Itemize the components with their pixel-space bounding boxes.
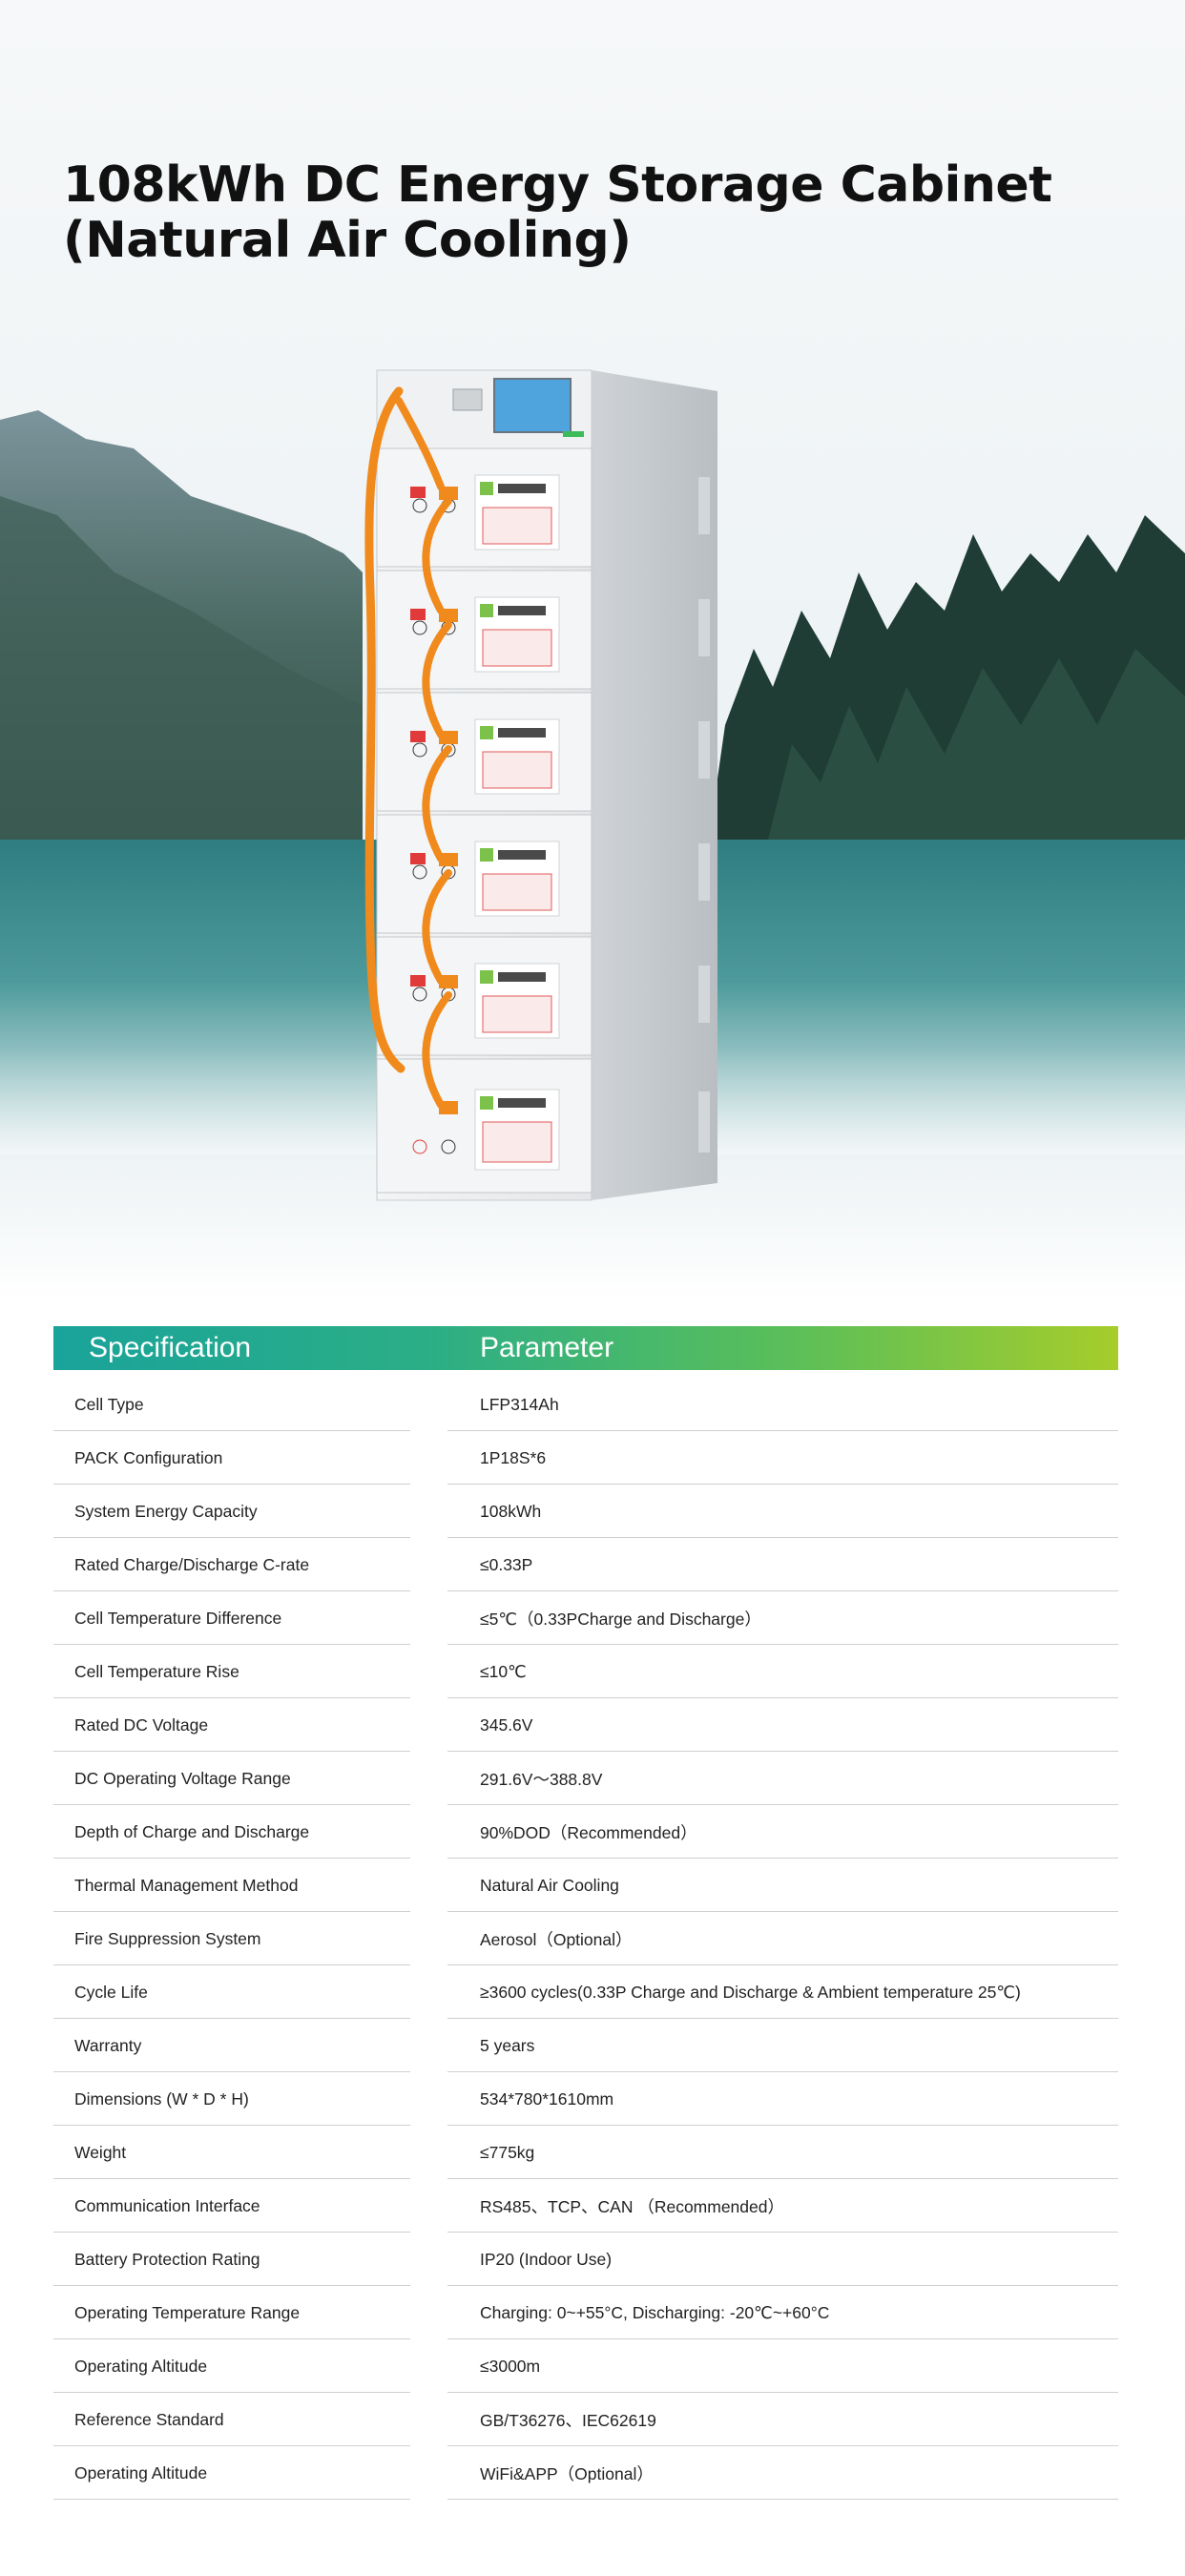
spec-label: Operating Altitude <box>74 2356 208 2376</box>
spec-row: Cell Temperature Rise ≤10℃ <box>53 1645 1118 1698</box>
page-title: 108kWh DC Energy Storage Cabinet (Natura… <box>63 157 1052 268</box>
spec-label: Thermal Management Method <box>74 1875 299 1895</box>
spec-value: 90%DOD（Recommended） <box>480 1822 697 1842</box>
spec-value: ≤775kg <box>480 2142 535 2162</box>
energy-storage-cabinet-image <box>364 369 717 1201</box>
spec-label: Operating Altitude <box>74 2462 208 2483</box>
title-line-1: 108kWh DC Energy Storage Cabinet <box>63 156 1052 214</box>
spec-value: IP20 (Indoor Use) <box>480 2249 613 2269</box>
spec-label: Cell Temperature Difference <box>74 1608 282 1628</box>
header-parameter: Parameter <box>480 1332 614 1363</box>
spec-label: Rated Charge/Discharge C-rate <box>74 1554 310 1574</box>
spec-row: Cycle Life ≥3600 cycles(0.33P Charge and … <box>53 1965 1118 2019</box>
spec-row: Weight ≤775kg <box>53 2126 1118 2179</box>
spec-value: ≤3000m <box>480 2356 541 2376</box>
spec-label: Depth of Charge and Discharge <box>74 1821 310 1841</box>
spec-value: 345.6V <box>480 1714 533 1735</box>
header-specification: Specification <box>89 1332 252 1363</box>
spec-label: Reference Standard <box>74 2409 224 2429</box>
battery-modules <box>376 447 710 1194</box>
spec-rows: Cell Type LFP314Ah PACK Configuration 1P18… <box>53 1378 1118 2500</box>
spec-row: Fire Suppression System Aerosol（Optional） <box>53 1912 1118 1965</box>
spec-row: System Energy Capacity 108kWh <box>53 1485 1118 1538</box>
spec-label: System Energy Capacity <box>74 1501 258 1521</box>
spec-value: 291.6V～388.8V <box>480 1769 603 1789</box>
spec-row: Cell Type LFP314Ah <box>53 1378 1118 1431</box>
spec-value: ≥3600 cycles(0.33P Charge and Discharge … <box>480 1982 1021 2002</box>
spec-row: Reference Standard GB/T36276、IEC62619 <box>53 2393 1118 2446</box>
spec-row: Rated Charge/Discharge C-rate ≤0.33P <box>53 1538 1118 1591</box>
orange-cable <box>364 386 405 1073</box>
spec-table-header: Specification Parameter <box>53 1326 1118 1370</box>
spec-value: Charging: 0~+55°C, Discharging: -20℃~+60… <box>480 2302 830 2322</box>
spec-row: Thermal Management Method Natural Air Coo… <box>53 1859 1118 1912</box>
spec-value: 108kWh <box>480 1501 542 1521</box>
spec-label: Dimensions (W * D * H) <box>74 2088 249 2109</box>
spec-value: RS485、TCP、CAN （Recommended） <box>480 2196 784 2216</box>
spec-row: Operating Altitude ≤3000m <box>53 2339 1118 2393</box>
spec-label: Cycle Life <box>74 1982 148 2002</box>
spec-row: DC Operating Voltage Range 291.6V～388.8V <box>53 1752 1118 1805</box>
spec-label: Operating Temperature Range <box>74 2302 301 2322</box>
spec-row: Rated DC Voltage 345.6V <box>53 1698 1118 1752</box>
hero-section: 108kWh DC Energy Storage Cabinet (Natura… <box>0 0 1185 1298</box>
spec-value: 534*780*1610mm <box>480 2088 614 2109</box>
spec-row: Warranty 5 years <box>53 2019 1118 2072</box>
spec-label: Communication Interface <box>74 2195 260 2215</box>
spec-label: Fire Suppression System <box>74 1928 261 1948</box>
spec-row: Cell Temperature Difference ≤5℃（0.33PChar… <box>53 1591 1118 1645</box>
spec-value: WiFi&APP（Optional） <box>480 2463 654 2483</box>
spec-row: Battery Protection Rating IP20 (Indoor Us… <box>53 2233 1118 2286</box>
spec-label: Weight <box>74 2142 127 2162</box>
spec-row: Depth of Charge and Discharge 90%DOD（Reco… <box>53 1805 1118 1859</box>
spec-label: Cell Type <box>74 1394 144 1414</box>
spec-value: Aerosol（Optional） <box>480 1929 633 1949</box>
spec-value: ≤10℃ <box>480 1661 527 1681</box>
spec-value: ≤0.33P <box>480 1554 533 1574</box>
spec-row: Operating Altitude WiFi&APP（Optional） <box>53 2446 1118 2500</box>
spec-row: Operating Temperature Range Charging: 0~+… <box>53 2286 1118 2339</box>
spec-label: DC Operating Voltage Range <box>74 1768 291 1788</box>
specification-table: Specification Parameter Cell Type LFP314A… <box>53 1326 1118 2500</box>
title-line-2: (Natural Air Cooling) <box>63 212 632 269</box>
spec-value: GB/T36276、IEC62619 <box>480 2410 656 2430</box>
spec-value: ≤5℃（0.33PCharge and Discharge） <box>480 1609 761 1629</box>
spec-label: Rated DC Voltage <box>74 1714 209 1735</box>
spec-value: LFP314Ah <box>480 1394 559 1414</box>
spec-label: PACK Configuration <box>74 1447 223 1467</box>
spec-value: Natural Air Cooling <box>480 1875 619 1895</box>
spec-row: PACK Configuration 1P18S*6 <box>53 1431 1118 1485</box>
spec-row: Dimensions (W * D * H) 534*780*1610mm <box>53 2072 1118 2126</box>
spec-value: 5 years <box>480 2035 535 2055</box>
spec-row: Communication Interface RS485、TCP、CAN （Re… <box>53 2179 1118 2233</box>
spec-label: Warranty <box>74 2035 142 2055</box>
spec-label: Battery Protection Rating <box>74 2249 260 2269</box>
spec-label: Cell Temperature Rise <box>74 1661 239 1681</box>
spec-value: 1P18S*6 <box>480 1447 547 1467</box>
